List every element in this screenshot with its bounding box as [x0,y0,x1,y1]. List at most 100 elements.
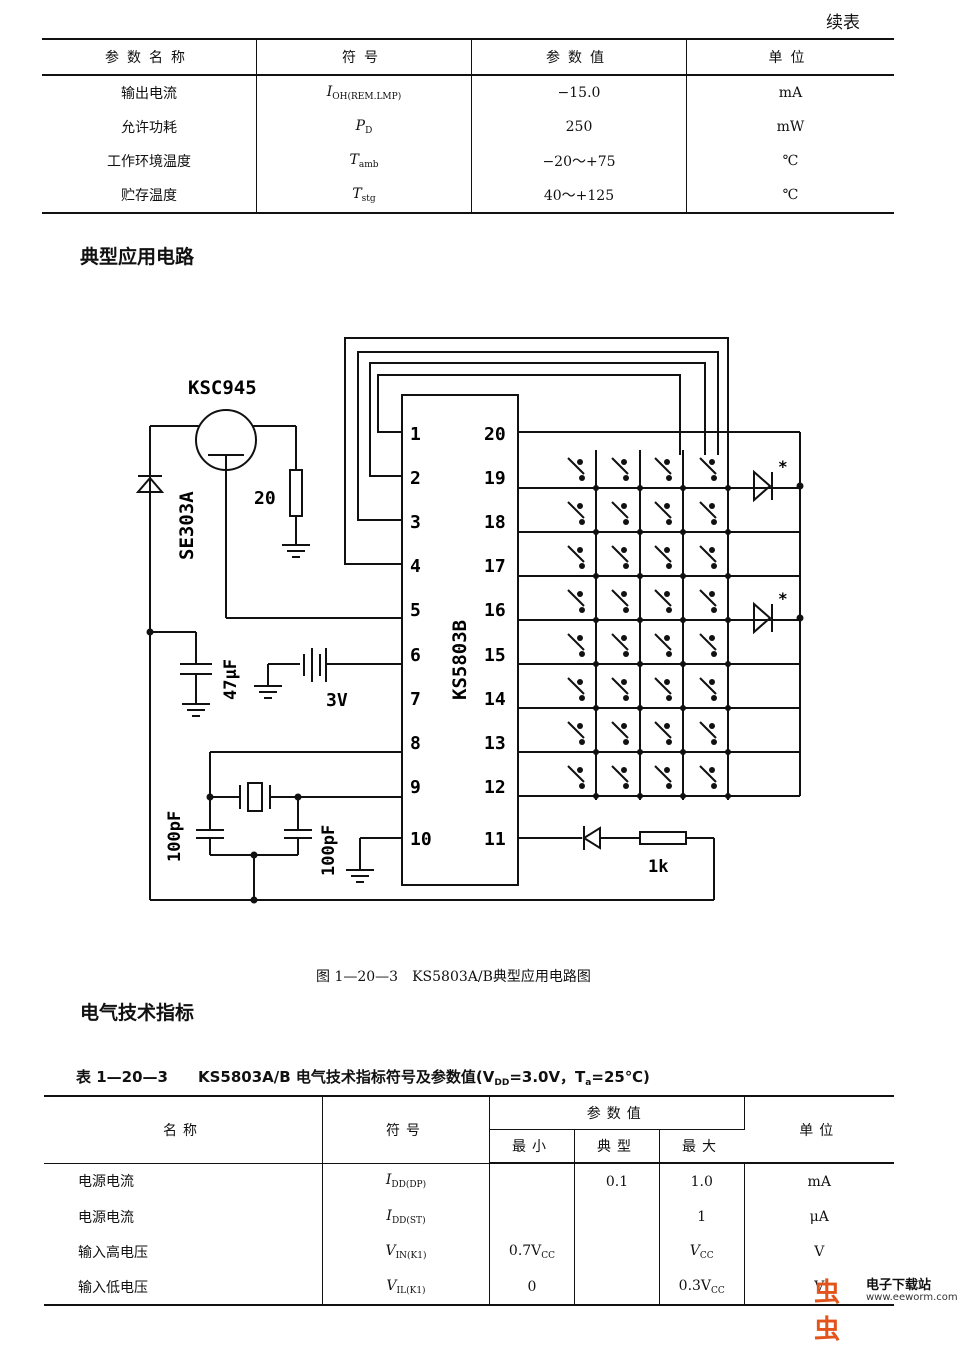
logo-mark: 虫虫 [814,1278,841,1345]
junction-dot [579,519,585,525]
junction-dot [577,503,583,509]
junction-dot [680,661,686,667]
ic-pin-right: 19 [484,468,506,489]
junction-dot [579,695,585,701]
junction-dot [666,519,672,525]
junction-dot [711,651,717,657]
junction-dot [579,563,585,569]
junction-dot [621,767,627,773]
junction-dot [664,547,670,553]
junction-dot [593,793,599,799]
key-switch [699,589,717,607]
junction-dot [579,475,585,481]
junction-dot [666,783,672,789]
junction-dot [680,485,686,491]
key-switch [567,633,585,651]
junction-dot [725,485,731,491]
section-heading-circuit: 典型应用电路 [80,246,195,268]
col-header: 单位 [744,1096,894,1164]
junction-dot [680,529,686,535]
param-value: −20～+75 [471,144,687,178]
ic-pin-right: 11 [484,829,506,850]
junction-dot [709,767,715,773]
param-symbol: IOH(REM.LMP) [256,75,472,110]
junction-dot [593,749,599,755]
junction-dot [725,705,731,711]
junction-dot [593,705,599,711]
ic-pin-left: 5 [410,600,421,621]
junction-dot [666,607,672,613]
junction-dot [621,459,627,465]
ic-pin-right: 15 [484,645,506,666]
key-switch [567,721,585,739]
junction-dot [621,547,627,553]
junction-dot [725,661,731,667]
junction-dot [709,503,715,509]
star-mark: * [778,589,788,608]
junction-dot [664,503,670,509]
key-switch [611,765,629,783]
junction-dot [577,723,583,729]
col-header: 典型 [574,1129,660,1164]
ic-label: KS5803B [449,620,471,700]
key-switch [654,765,672,783]
junction-dot [711,607,717,613]
key-switch [611,589,629,607]
junction-dot [623,739,629,745]
key-switch [611,633,629,651]
key-switch [611,721,629,739]
param-symbol: Tamb [256,144,472,178]
param-unit: ℃ [782,187,799,203]
electrical-specs-table: 名称 符号 参数值 单位 最小 典型 最大 电源电流 IDD(DP) 0.1 1… [44,1095,894,1306]
resistor-20-label: 20 [254,488,276,509]
junction-dot [709,547,715,553]
junction-dot [637,617,643,623]
junction-dot [577,547,583,553]
ic-pin-right: 16 [484,600,506,621]
key-switch [567,501,585,519]
ic-pin-left: 9 [410,777,421,798]
param-value: 250 [471,110,687,144]
logo-url: www.eeworm.com [866,1292,958,1303]
key-switch [567,677,585,695]
key-switch [654,545,672,563]
col-header: 名称 [44,1096,323,1164]
junction-dot [637,793,643,799]
watermark-logo: 虫虫 电子下载站 www.eeworm.com [814,1272,958,1345]
col-header: 最小 [489,1129,575,1164]
junction-dot [666,739,672,745]
junction-dot [725,749,731,755]
junction-dot [664,591,670,597]
led-part-label: SE303A [176,491,198,560]
param-name: 允许功耗 [42,110,257,144]
key-switch [611,545,629,563]
key-switch [567,457,585,475]
junction-dot [725,573,731,579]
key-switch [654,633,672,651]
junction-dot [664,767,670,773]
junction-dot [621,723,627,729]
circuit-diagram: KSC945 20 SE303A 47μF 3V 100pF 100pF KS5… [135,337,804,904]
key-switch [654,677,672,695]
continued-label: 续表 [826,13,860,33]
param-value: 40～+125 [471,178,687,213]
col-header: 单位 [686,39,894,76]
cap-100pf-a-label: 100pF [165,811,185,862]
ic-pin-left: 1 [410,424,421,445]
junction-dot [593,617,599,623]
param-unit: mA [778,85,803,101]
key-switch [699,765,717,783]
cap-47uf-label: 47μF [221,659,241,700]
junction-dot [637,485,643,491]
key-switch [611,501,629,519]
table-row: 输出电流 IOH(REM.LMP) −15.0 mA [42,75,894,110]
param-name: 输出电流 [42,75,257,110]
junction-dot [680,749,686,755]
col-header: 参数名称 [42,39,257,76]
junction-dot [664,679,670,685]
junction-dot [711,563,717,569]
junction-dot [680,617,686,623]
junction-dot [711,519,717,525]
col-header: 符号 [322,1096,490,1164]
